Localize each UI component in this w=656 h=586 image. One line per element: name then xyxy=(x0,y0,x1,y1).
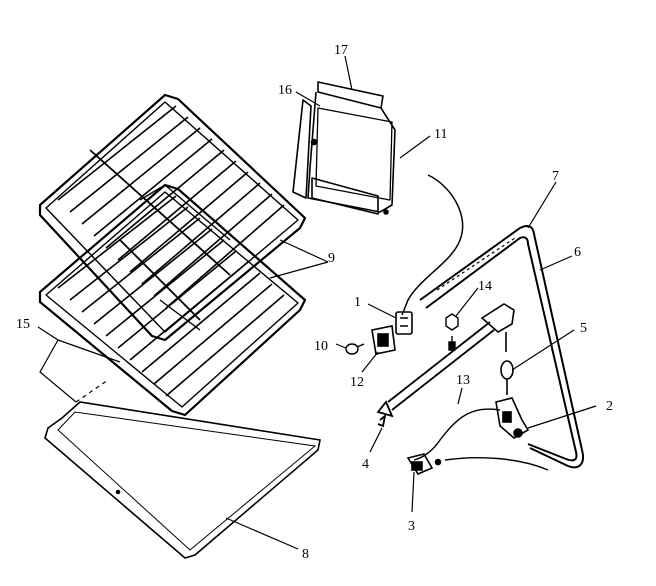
orifice-nut xyxy=(445,313,459,352)
part-label-11: 11 xyxy=(434,127,447,142)
part-label-1: 1 xyxy=(354,295,361,310)
broiler-pan xyxy=(44,401,321,559)
part-label-8: 8 xyxy=(302,547,309,562)
bracket-assembly xyxy=(292,81,396,215)
igniter xyxy=(395,311,413,335)
part-label-16: 16 xyxy=(278,83,292,98)
oven-rack-lower xyxy=(38,183,307,417)
igniter-wire xyxy=(401,174,464,316)
part-label-3: 3 xyxy=(408,519,415,534)
part-label-5: 5 xyxy=(580,321,587,336)
part-label-17: 17 xyxy=(334,43,348,58)
wire-harness xyxy=(413,408,501,461)
screw xyxy=(345,343,365,355)
part-label-4: 4 xyxy=(362,457,369,472)
leader-lines xyxy=(37,55,597,550)
part-label-9: 9 xyxy=(328,251,335,266)
wire-lead xyxy=(444,457,549,471)
burner-inlet xyxy=(480,303,515,395)
valve-bracket xyxy=(495,397,530,439)
part-label-13: 13 xyxy=(456,373,470,388)
gas-tube xyxy=(376,321,495,428)
part-label-15: 15 xyxy=(16,317,30,332)
part-label-6: 6 xyxy=(574,245,581,260)
burner-tube xyxy=(419,225,584,469)
mounting-bracket xyxy=(371,325,396,355)
part-label-12: 12 xyxy=(350,375,364,390)
part-label-2: 2 xyxy=(606,399,613,414)
part-label-10: 10 xyxy=(314,339,328,354)
lower-connector xyxy=(406,453,442,476)
part-label-7: 7 xyxy=(552,169,559,184)
part-label-14: 14 xyxy=(478,279,492,294)
